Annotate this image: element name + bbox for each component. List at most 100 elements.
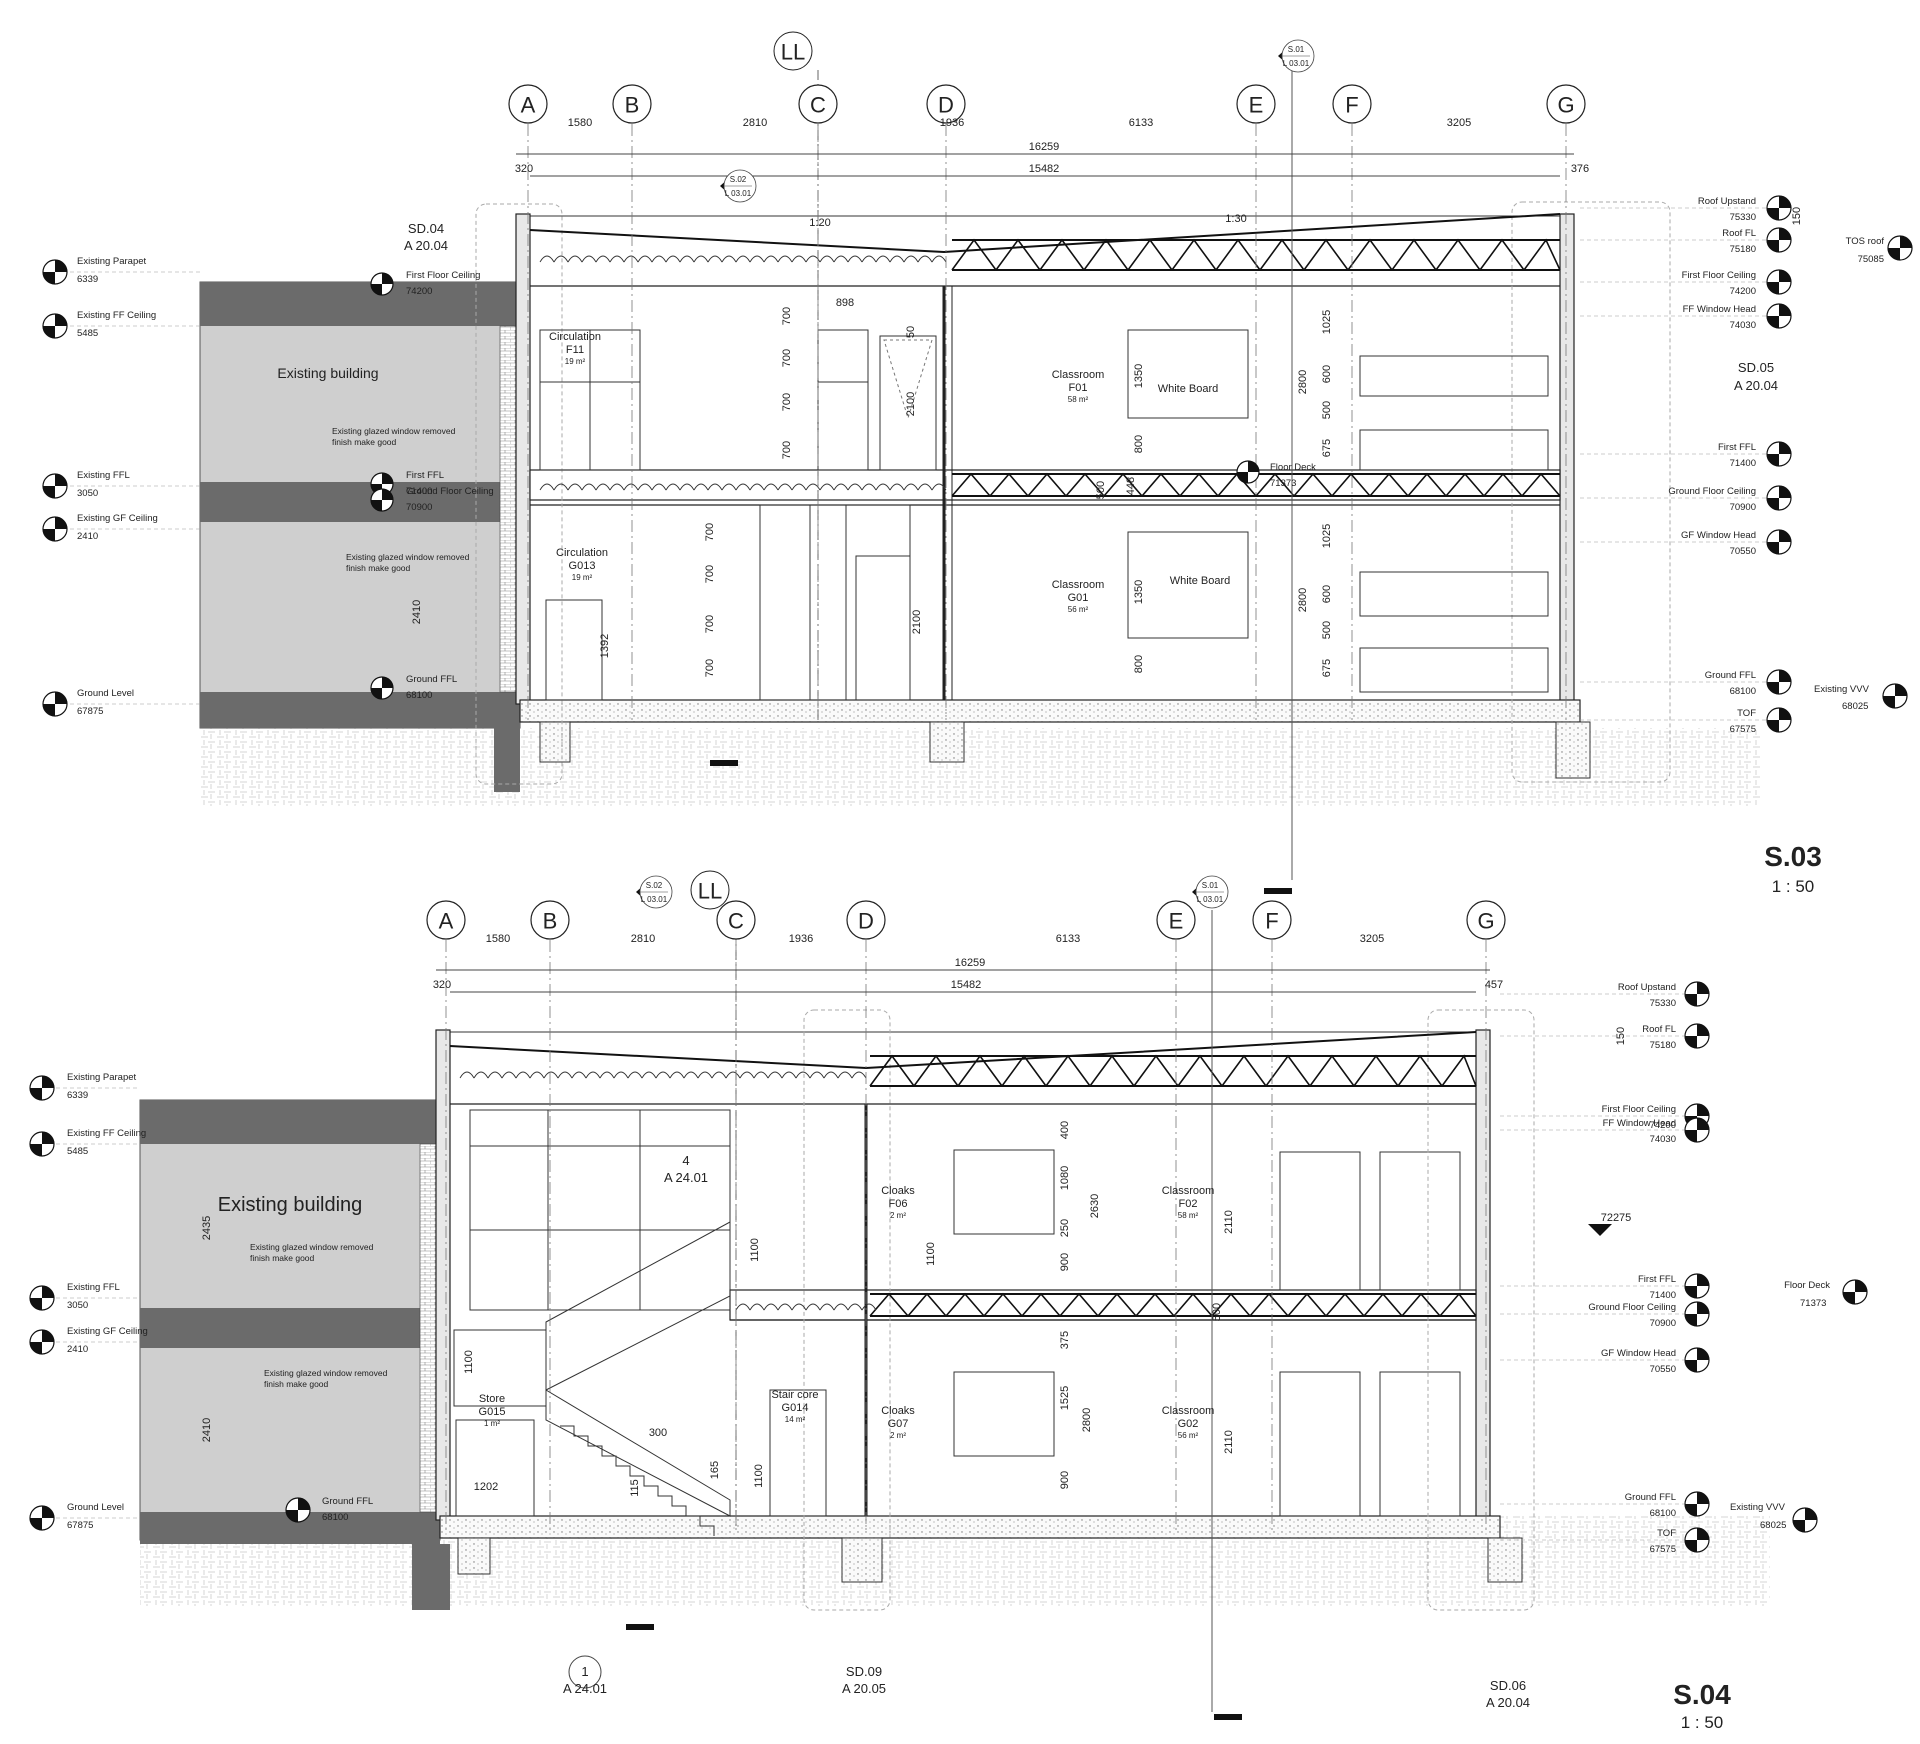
room-area: 56 m² (1178, 1431, 1199, 1440)
level-value: 74030 (1730, 320, 1756, 331)
dim-left: 320 (515, 163, 533, 175)
detail-callout-zone (803, 1009, 891, 1611)
grid-bubble-e (1156, 900, 1196, 940)
detail-ref-sheet: A 20.05 (842, 1681, 886, 1696)
vertical-dim: 2435 (201, 1216, 213, 1240)
vertical-dim: 500 (1211, 1303, 1223, 1321)
vertical-dim: 2410 (201, 1418, 213, 1442)
level-marker-icon (1684, 981, 1710, 1007)
grid-label-b: B (625, 93, 640, 118)
level-value: 74200 (1650, 1120, 1676, 1131)
vertical-dim: 800 (1133, 435, 1145, 453)
vertical-dim: 1025 (1321, 310, 1333, 334)
room-area: 2 m² (890, 1431, 906, 1440)
dim-right: 376 (1571, 163, 1589, 175)
level-value: 70900 (406, 502, 432, 513)
section-mark-bar (626, 1624, 654, 1630)
vertical-dim: 500 (1321, 621, 1333, 639)
level-value: 2410 (77, 531, 98, 542)
level-name: Ground Level (77, 688, 134, 699)
vertical-dim: 500 (1321, 401, 1333, 419)
room-name: Classroom (1052, 579, 1105, 591)
level-marker-icon (29, 1131, 55, 1157)
vertical-dim: 2630 (1089, 1194, 1101, 1218)
grid-label-g: G (1557, 93, 1574, 118)
vertical-dim: 115 (629, 1479, 641, 1497)
grid-label-e: E (1169, 909, 1184, 934)
roof-fall: 1:20 (809, 217, 830, 229)
level-marker-icon (1684, 1273, 1710, 1299)
existing-parapet-band (140, 1100, 440, 1144)
note-line: Existing glazed window removed (250, 1242, 374, 1252)
note-line: finish make good (346, 563, 411, 573)
grid-spacing-dim: 1580 (486, 933, 510, 945)
grid-bubble-d (926, 84, 966, 124)
vertical-dim: 2110 (1223, 1210, 1235, 1234)
section-marker-sheet: L 03.01 (1283, 59, 1310, 68)
grid-bubble-b (612, 84, 652, 124)
door-gf-classroom-2 (1379, 1371, 1461, 1517)
level-value: 68025 (1842, 701, 1868, 712)
door-gf (855, 555, 911, 701)
grid-spacing-dim: 6133 (1056, 933, 1080, 945)
room-name: Classroom (1162, 1185, 1215, 1197)
level-name: TOF (1657, 1528, 1676, 1539)
grid-label-d: D (858, 909, 874, 934)
level-name: Existing GF Ceiling (77, 513, 158, 524)
pad-footing (841, 1537, 883, 1583)
vertical-dim: 500 (1095, 481, 1107, 499)
level-value: 75180 (1650, 1040, 1676, 1051)
vertical-dim: 2800 (1297, 588, 1309, 612)
grid-bubble-f (1252, 900, 1292, 940)
level-name: First FFL (1718, 442, 1756, 453)
vertical-dim: 1392 (599, 634, 611, 658)
room-name: Store (479, 1393, 505, 1405)
level-marker-icon (370, 488, 394, 512)
level-value: 5485 (67, 1146, 88, 1157)
detail-callout-zone (475, 203, 563, 785)
room-code: F01 (1069, 382, 1088, 394)
level-marker-icon (1882, 683, 1908, 709)
level-name: Existing VVV (1814, 684, 1870, 695)
ground-hatch (200, 728, 1760, 806)
staircase (453, 1221, 731, 1536)
vertical-dim: 50 (905, 326, 917, 338)
level-marker-icon (1684, 1023, 1710, 1049)
grid-bubble-g (1466, 900, 1506, 940)
level-name: First FFL (406, 470, 444, 481)
level-value: 67575 (1730, 724, 1756, 735)
vertical-dim: 600 (1321, 365, 1333, 383)
note-line: Existing glazed window removed (332, 426, 456, 436)
roof-zone (449, 1031, 1481, 1105)
vertical-dim: 1100 (749, 1238, 761, 1262)
dim-inner: 15482 (1029, 163, 1060, 175)
stair-ref-sheet: A 24.01 (664, 1170, 708, 1185)
pad-footing (1555, 721, 1591, 779)
room-code: F02 (1179, 1198, 1198, 1210)
vertical-dim: 2800 (1297, 370, 1309, 394)
room-area: 14 m² (785, 1415, 806, 1424)
vertical-dim: 700 (704, 523, 716, 541)
level-marker-icon (42, 691, 68, 717)
level-value: 68100 (322, 1512, 348, 1523)
room-area: 19 m² (565, 357, 586, 366)
level-name: Roof FL (1722, 228, 1756, 239)
vertical-dim: 675 (1321, 439, 1333, 457)
ground-slab (519, 699, 1581, 723)
vertical-dim: 300 (649, 1427, 667, 1439)
vertical-dim: 700 (781, 393, 793, 411)
detail-ref-id: 1 (581, 1664, 588, 1679)
level-marker-value: 72275 (1601, 1212, 1632, 1224)
section-marker-icon: S.01L 03.01 (1192, 875, 1229, 909)
room-name: Circulation (556, 547, 608, 559)
vertical-dim: 150 (1615, 1027, 1627, 1045)
vertical-dim: 700 (781, 307, 793, 325)
level-value: 71373 (1270, 478, 1296, 489)
existing-brick-wall (499, 325, 517, 693)
level-value: 71373 (1800, 1298, 1826, 1309)
grid-ll-label: LL (781, 40, 805, 65)
grid-spacing-dim: 6133 (1129, 117, 1153, 129)
grid-ll-label: LL (698, 879, 722, 904)
vertical-dim: 700 (704, 615, 716, 633)
grid-bubble-c (798, 84, 838, 124)
